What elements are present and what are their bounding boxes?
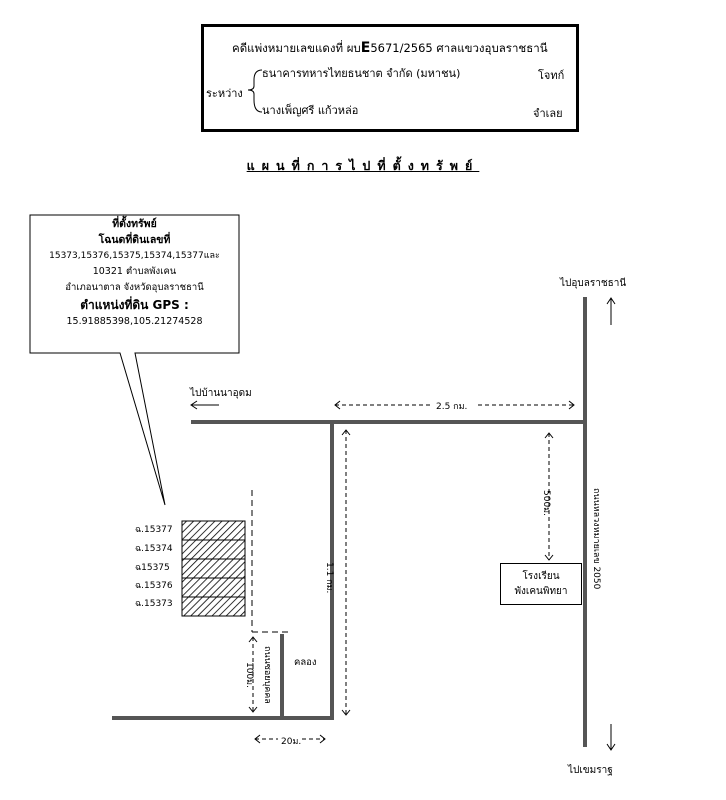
label-dist-20m: 20ม.	[281, 737, 302, 747]
defendant-name: นางเพ็ญศรี แก้วหล่อ	[262, 104, 359, 117]
label-dist-100m: 100ม.	[244, 662, 254, 688]
parcel-label: ฉ.15376	[135, 581, 173, 591]
callout-gps-label: ตำแหน่งที่ดิน GPS :	[80, 298, 189, 312]
case-letter: E	[360, 40, 371, 56]
label-dist-1-1km: 1.1 กม.	[324, 562, 334, 594]
school-box: โรงเรียน พังเคนพิทยา	[500, 563, 582, 605]
parcel-group	[181, 520, 246, 617]
defendant-role: จำเลย	[533, 107, 563, 120]
callout-deed-numbers: 15373,15376,15375,15374,15377และ	[49, 251, 220, 261]
callout-text: ที่ตั้งทรัพย์ โฉนดที่ดินเลขที่ 15373,153…	[32, 216, 237, 330]
location-callout	[29, 214, 240, 506]
label-highway-2050: ถนนหลวงหมายเลข 2050	[591, 488, 601, 590]
parcel-15374	[181, 539, 246, 560]
parcel-label: ฉ.15373	[135, 599, 173, 609]
school-line2: พังเคนพิทยา	[514, 586, 568, 597]
parcel-15376	[181, 577, 246, 598]
callout-title: ที่ตั้งทรัพย์	[112, 218, 157, 230]
parcel-15377	[181, 520, 246, 541]
plaintiff-name: ธนาคารทหารไทยธนชาต จำกัด (มหาชน)	[262, 67, 461, 80]
label-dist-2-5km: 2.5 กม.	[436, 402, 468, 412]
parcel-label: ฉ15375	[135, 563, 170, 573]
label-to-ban-na: ไปบ้านนาอุดม	[190, 388, 252, 399]
parcel-15373	[181, 596, 246, 617]
case-court: 5671/2565 ศาลแขวงอุบลราชธานี	[370, 41, 548, 55]
case-number-prefix: คดีแพ่งหมายเลขแดงที่ ผบ	[232, 41, 361, 55]
school-line1: โรงเรียน	[522, 571, 560, 582]
label-canal: คลอง	[294, 657, 317, 668]
parcel-label: ฉ.15374	[135, 544, 173, 554]
callout-district: อำเภอนาตาล จังหวัดอุบลราชธานี	[65, 282, 204, 293]
parcel-label: ฉ.15377	[135, 525, 173, 535]
between-label: ระหว่าง	[206, 87, 243, 100]
label-to-ubon: ไปอุบลราชธานี	[560, 278, 627, 289]
parcel-15375	[181, 558, 246, 579]
label-soi-road: ถนนซอยบุคคล	[262, 646, 272, 704]
map-title: แผนที่การไปที่ตั้งทรัพย์	[246, 158, 480, 173]
case-info-box	[201, 24, 579, 132]
case-number-line: คดีแพ่งหมายเลขแดงที่ ผบE5671/2565 ศาลแขว…	[232, 40, 548, 58]
callout-subdistrict: 10321 ตำบลพังเคน	[92, 266, 177, 277]
callout-deed-label: โฉนดที่ดินเลขที่	[98, 234, 171, 246]
label-to-khemarat: ไปเขมราฐ	[568, 765, 613, 776]
callout-gps-value: 15.91885398,105.21274528	[66, 316, 203, 327]
between-brace	[247, 69, 263, 113]
label-dist-500m: 500ม.	[541, 490, 551, 516]
plaintiff-role: โจทก์	[538, 69, 565, 82]
